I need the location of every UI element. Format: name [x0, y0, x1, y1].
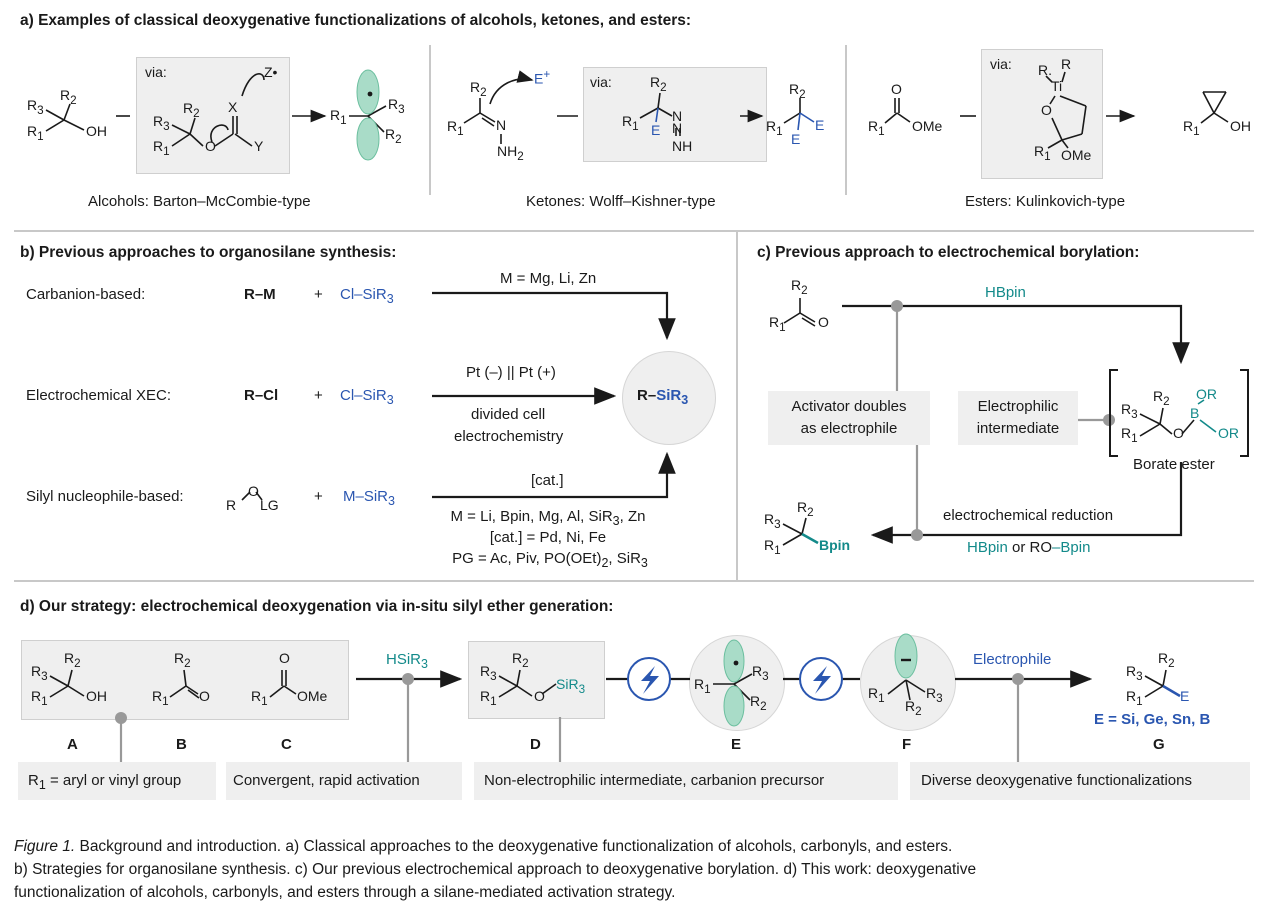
activator-note-2: as electrophile — [800, 420, 898, 437]
reduction-label: electrochemical reduction — [943, 507, 1114, 524]
ester-caption: Esters: Kulinkovich-type — [965, 193, 1126, 210]
row1-label: Carbanion-based: — [26, 286, 146, 303]
row1-plus: + — [314, 286, 323, 303]
row2-label: Electrochemical XEC: — [26, 387, 172, 404]
hbpin-reagent: HBpin — [985, 284, 1026, 301]
row1-reagent1: R–M — [244, 286, 276, 303]
barton-intermediate-box: via: — [136, 57, 290, 174]
electrode-icon-2 — [799, 657, 843, 701]
caption-line-2: b) Strategies for organosilane synthesis… — [14, 861, 977, 878]
caption-line-1: Background and introduction. a) Classica… — [75, 838, 953, 855]
row1-reagent2: Cl–SiR3 — [340, 286, 394, 306]
row3-condition-bottom-3: PG = Ac, Piv, PO(OEt)2, SiR3 — [452, 550, 648, 570]
label-b: B — [176, 736, 187, 753]
activator-note-1: Activator doubles — [791, 398, 907, 415]
e-definition: E = Si, Ge, Sn, B — [1094, 711, 1211, 728]
row2-reagent1: R–Cl — [244, 387, 279, 404]
kulinkovich-intermediate-box: via: — [981, 49, 1103, 179]
note-2-box — [226, 762, 462, 800]
row2-reagent2: Cl–SiR3 — [340, 387, 394, 407]
hsir3-reagent: HSiR3 — [386, 651, 428, 671]
row3-label: Silyl nucleophile-based: — [26, 488, 184, 505]
label-d: D — [530, 736, 541, 753]
figure-caption: Figure 1. Background and introduction. a… — [14, 835, 1254, 904]
divider-bc-d — [14, 580, 1254, 582]
electrode-icon-1 — [627, 657, 671, 701]
wolff-intermediate-box: via: — [583, 67, 767, 162]
silyl-ether-box — [468, 641, 605, 719]
label-g: G — [1153, 736, 1165, 753]
ketone-caption: Ketones: Wolff–Kishner-type — [526, 193, 716, 210]
label-c: C — [281, 736, 292, 753]
alcohol-caption: Alcohols: Barton–McCombie-type — [88, 193, 311, 210]
row3-plus: + — [314, 488, 323, 505]
panel-a-divider-1 — [429, 45, 431, 195]
panel-a-title: a) Examples of classical deoxygenative f… — [20, 12, 692, 29]
row3-condition-top: [cat.] — [531, 472, 564, 489]
panel-d-title: d) Our strategy: electrochemical deoxyge… — [20, 598, 614, 615]
organosilane-product: R–SiR3 — [637, 387, 689, 407]
electrophilic-note-1: Electrophilic — [977, 398, 1059, 415]
divider-a-b — [14, 230, 1254, 232]
note-3-box — [474, 762, 898, 800]
electrophile-reagent: Electrophile — [973, 651, 1052, 668]
note-2: Convergent, rapid activation — [233, 772, 420, 789]
row2-condition-bottom-2: electrochemistry — [454, 428, 564, 445]
panel-c-title: c) Previous approach to electrochemical … — [757, 244, 1140, 261]
row3-condition-bottom-2: [cat.] = Pd, Ni, Fe — [489, 529, 607, 546]
row3-condition-bottom-1: M = Li, Bpin, Mg, Al, SiR3, Zn — [450, 508, 646, 528]
radical-orbital — [356, 69, 380, 161]
radical-e-orbital — [723, 639, 745, 727]
note-1-box — [18, 762, 216, 800]
divider-b-c — [736, 232, 738, 580]
electrophilic-note-box — [958, 391, 1078, 445]
row2-plus: + — [314, 387, 323, 404]
note-4: Diverse deoxygenative functionalizations — [921, 772, 1192, 789]
note-1: R1 = aryl or vinyl group — [28, 772, 182, 792]
product-circle — [622, 351, 716, 445]
borate-label: Borate ester — [1133, 456, 1215, 473]
caption-line-3: functionalization of alcohols, carbonyls… — [14, 884, 676, 901]
electrophilic-note-2: intermediate — [976, 420, 1060, 437]
label-e: E — [731, 736, 742, 753]
row1-condition: M = Mg, Li, Zn — [500, 270, 597, 287]
label-a: A — [67, 736, 78, 753]
caption-label: Figure 1. — [14, 838, 76, 855]
activator-note-box — [768, 391, 930, 445]
panel-a-divider-2 — [845, 45, 847, 195]
row3-reagent1: R O LG — [226, 483, 279, 513]
reduction-reagents: HBpin or RO–Bpin — [967, 539, 1091, 556]
row2-condition-top: Pt (–) || Pt (+) — [466, 364, 556, 381]
carbanion-orbital — [894, 633, 918, 679]
panel-b-title: b) Previous approaches to organosilane s… — [20, 244, 397, 261]
label-f: F — [902, 736, 912, 753]
row2-condition-bottom-1: divided cell — [471, 406, 546, 423]
note-3: Non-electrophilic intermediate, carbanio… — [484, 772, 825, 789]
note-4-box — [910, 762, 1250, 800]
row3-reagent2: M–SiR3 — [343, 488, 395, 508]
